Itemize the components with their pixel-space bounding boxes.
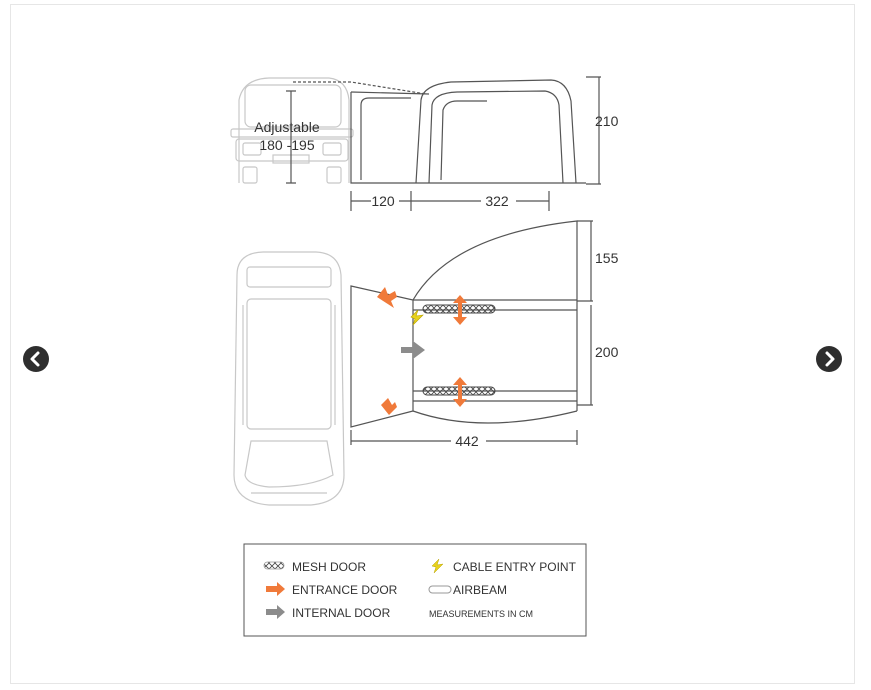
- legend-cable-entry: CABLE ENTRY POINT: [453, 560, 577, 574]
- van-top-outline: [233, 251, 345, 506]
- side-elevation: [230, 76, 601, 211]
- next-image-button[interactable]: [816, 346, 842, 372]
- adjustable-range: 180 -195: [259, 137, 314, 153]
- chevron-right-icon: [825, 351, 835, 367]
- entrance-door-icon: [266, 582, 285, 596]
- annex-width-dimension: 120: [371, 193, 395, 209]
- rear-depth-dimension: 200: [595, 344, 619, 360]
- legend: [243, 543, 587, 637]
- height-dimension: 210: [595, 113, 619, 129]
- legend-internal-door: INTERNAL DOOR: [292, 606, 391, 620]
- internal-door-icon: [266, 605, 285, 619]
- cable-entry-bolt: [410, 309, 424, 326]
- legend-mesh-door: MESH DOOR: [292, 560, 366, 574]
- chevron-left-icon: [30, 351, 40, 367]
- adjustable-label: Adjustable: [254, 119, 320, 135]
- legend-units-note: MEASUREMENTS IN CM: [429, 609, 533, 619]
- airbeam-icon: [428, 585, 452, 594]
- main-width-dimension: 322: [485, 193, 509, 209]
- entrance-door-arrows: [377, 287, 467, 415]
- van-rear-outline: [230, 77, 354, 184]
- internal-door-arrow: [401, 341, 425, 359]
- cable-entry-icon: [431, 558, 444, 574]
- front-depth-dimension: 155: [595, 250, 619, 266]
- total-width-dimension: 442: [455, 433, 479, 449]
- tent-diagram: Adjustable 180 -195 210 120 322: [230, 76, 619, 637]
- legend-airbeam: AIRBEAM: [453, 583, 507, 597]
- mesh-door-icon: [263, 561, 285, 570]
- image-viewer: Adjustable 180 -195 210 120 322: [10, 4, 855, 684]
- plan-view: [233, 220, 593, 506]
- previous-image-button[interactable]: [23, 346, 49, 372]
- legend-entrance-door: ENTRANCE DOOR: [292, 583, 398, 597]
